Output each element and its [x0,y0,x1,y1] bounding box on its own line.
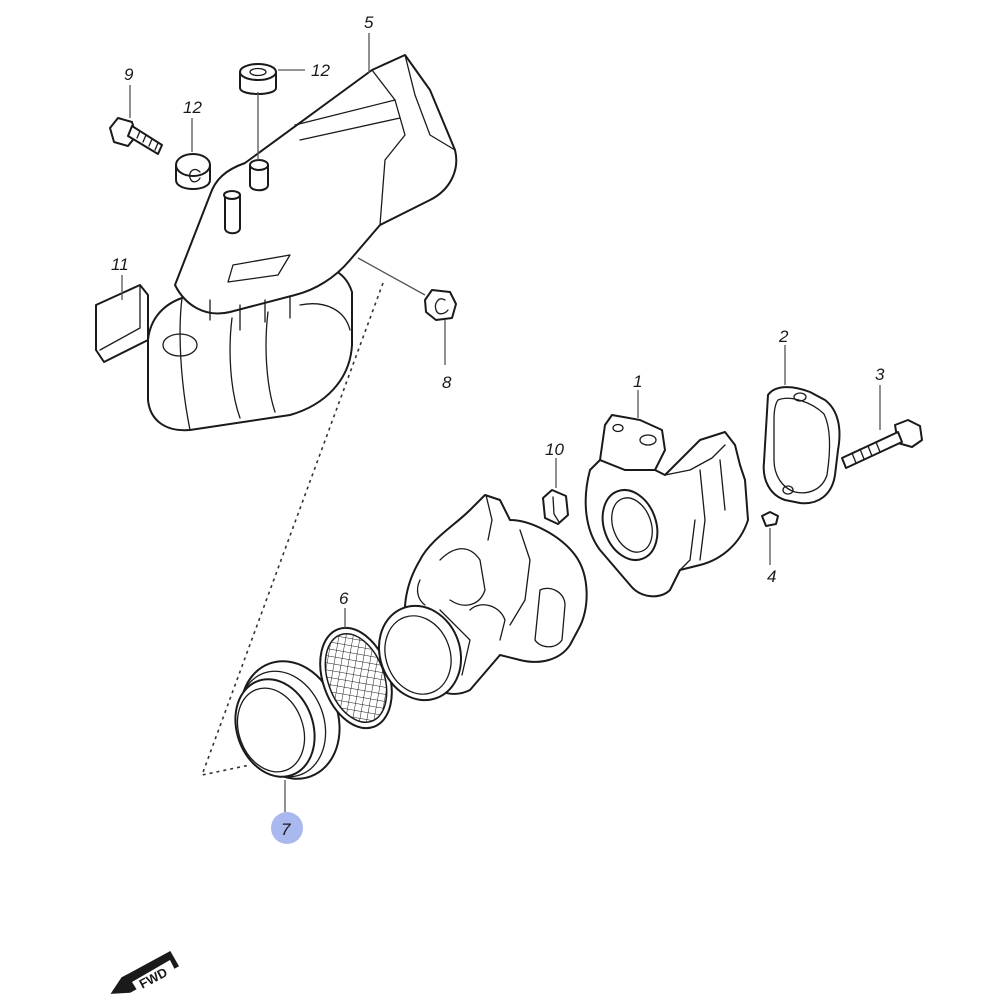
leader-8 [357,257,446,365]
callout-5[interactable]: 5 [364,13,374,32]
callout-3[interactable]: 3 [875,365,885,384]
callout-7[interactable]: 7 [281,820,291,839]
gasket-2[interactable] [762,386,841,505]
callout-9[interactable]: 9 [124,65,134,84]
filter-sheet-11[interactable] [95,284,149,363]
grommet-top[interactable] [239,63,277,95]
callout-10[interactable]: 10 [545,440,564,459]
intake-funnel[interactable] [222,647,355,793]
callout-2[interactable]: 2 [778,327,789,346]
grommet-10[interactable] [542,489,569,525]
intake-housing[interactable] [147,54,458,432]
bolt-3[interactable] [841,419,923,469]
callout-11[interactable]: 11 [111,255,129,274]
throttle-body[interactable] [366,494,588,712]
dowel-pin-4[interactable] [761,511,779,527]
screen-mesh[interactable] [307,618,405,738]
callout-8[interactable]: 8 [442,373,452,392]
intake-manifold[interactable] [584,414,749,598]
callout-7-highlight[interactable] [271,812,303,844]
callout-12-c[interactable]: 12 [183,98,202,117]
nut-8[interactable] [424,289,457,321]
grommet-c[interactable] [175,153,211,190]
fwd-badge: FWD [110,950,180,994]
callout-6[interactable]: 6 [339,589,349,608]
callout-1[interactable]: 1 [633,372,642,391]
callout-12-top[interactable]: 12 [311,61,330,80]
callout-4[interactable]: 4 [767,567,776,586]
forward-arrow-icon [110,950,180,994]
bolt-9[interactable] [109,117,163,155]
